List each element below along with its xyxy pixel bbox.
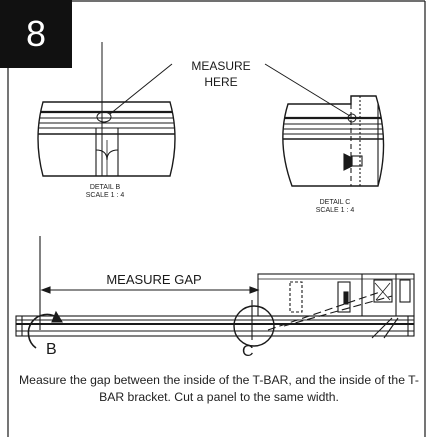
gap-label: MEASURE GAP <box>106 272 201 287</box>
step-number-badge: 8 <box>0 0 72 68</box>
detail-b-measure-point <box>96 111 112 123</box>
t-bar-rail <box>15 315 415 337</box>
detail-b-drawing <box>37 42 176 177</box>
assembly-view <box>15 236 415 349</box>
detail-c-scale: SCALE 1 : 4 <box>316 207 355 214</box>
detail-c-outline <box>282 95 385 187</box>
gap-arrow-right <box>249 286 260 294</box>
detail-b-marker-letter: B <box>46 341 57 358</box>
t-bar-bracket <box>257 273 415 317</box>
measure-here-leaders <box>109 63 351 117</box>
instruction-caption: Measure the gap between the inside of th… <box>19 373 419 404</box>
detail-c-marker-circle <box>233 305 275 347</box>
detail-c-name: DETAIL C <box>320 199 351 206</box>
detail-b-name: DETAIL B <box>90 184 121 191</box>
detail-c-marker-letter: C <box>242 343 254 360</box>
detail-b-scale: SCALE 1 : 4 <box>86 192 125 199</box>
gap-arrow-left <box>40 286 51 294</box>
measure-here-line1: MEASURE <box>191 59 250 73</box>
detail-c-drawing <box>282 95 385 187</box>
detail-b-marker-circle <box>27 313 59 349</box>
detail-c-measure-point <box>347 113 357 123</box>
measure-here-line2: HERE <box>204 75 237 89</box>
